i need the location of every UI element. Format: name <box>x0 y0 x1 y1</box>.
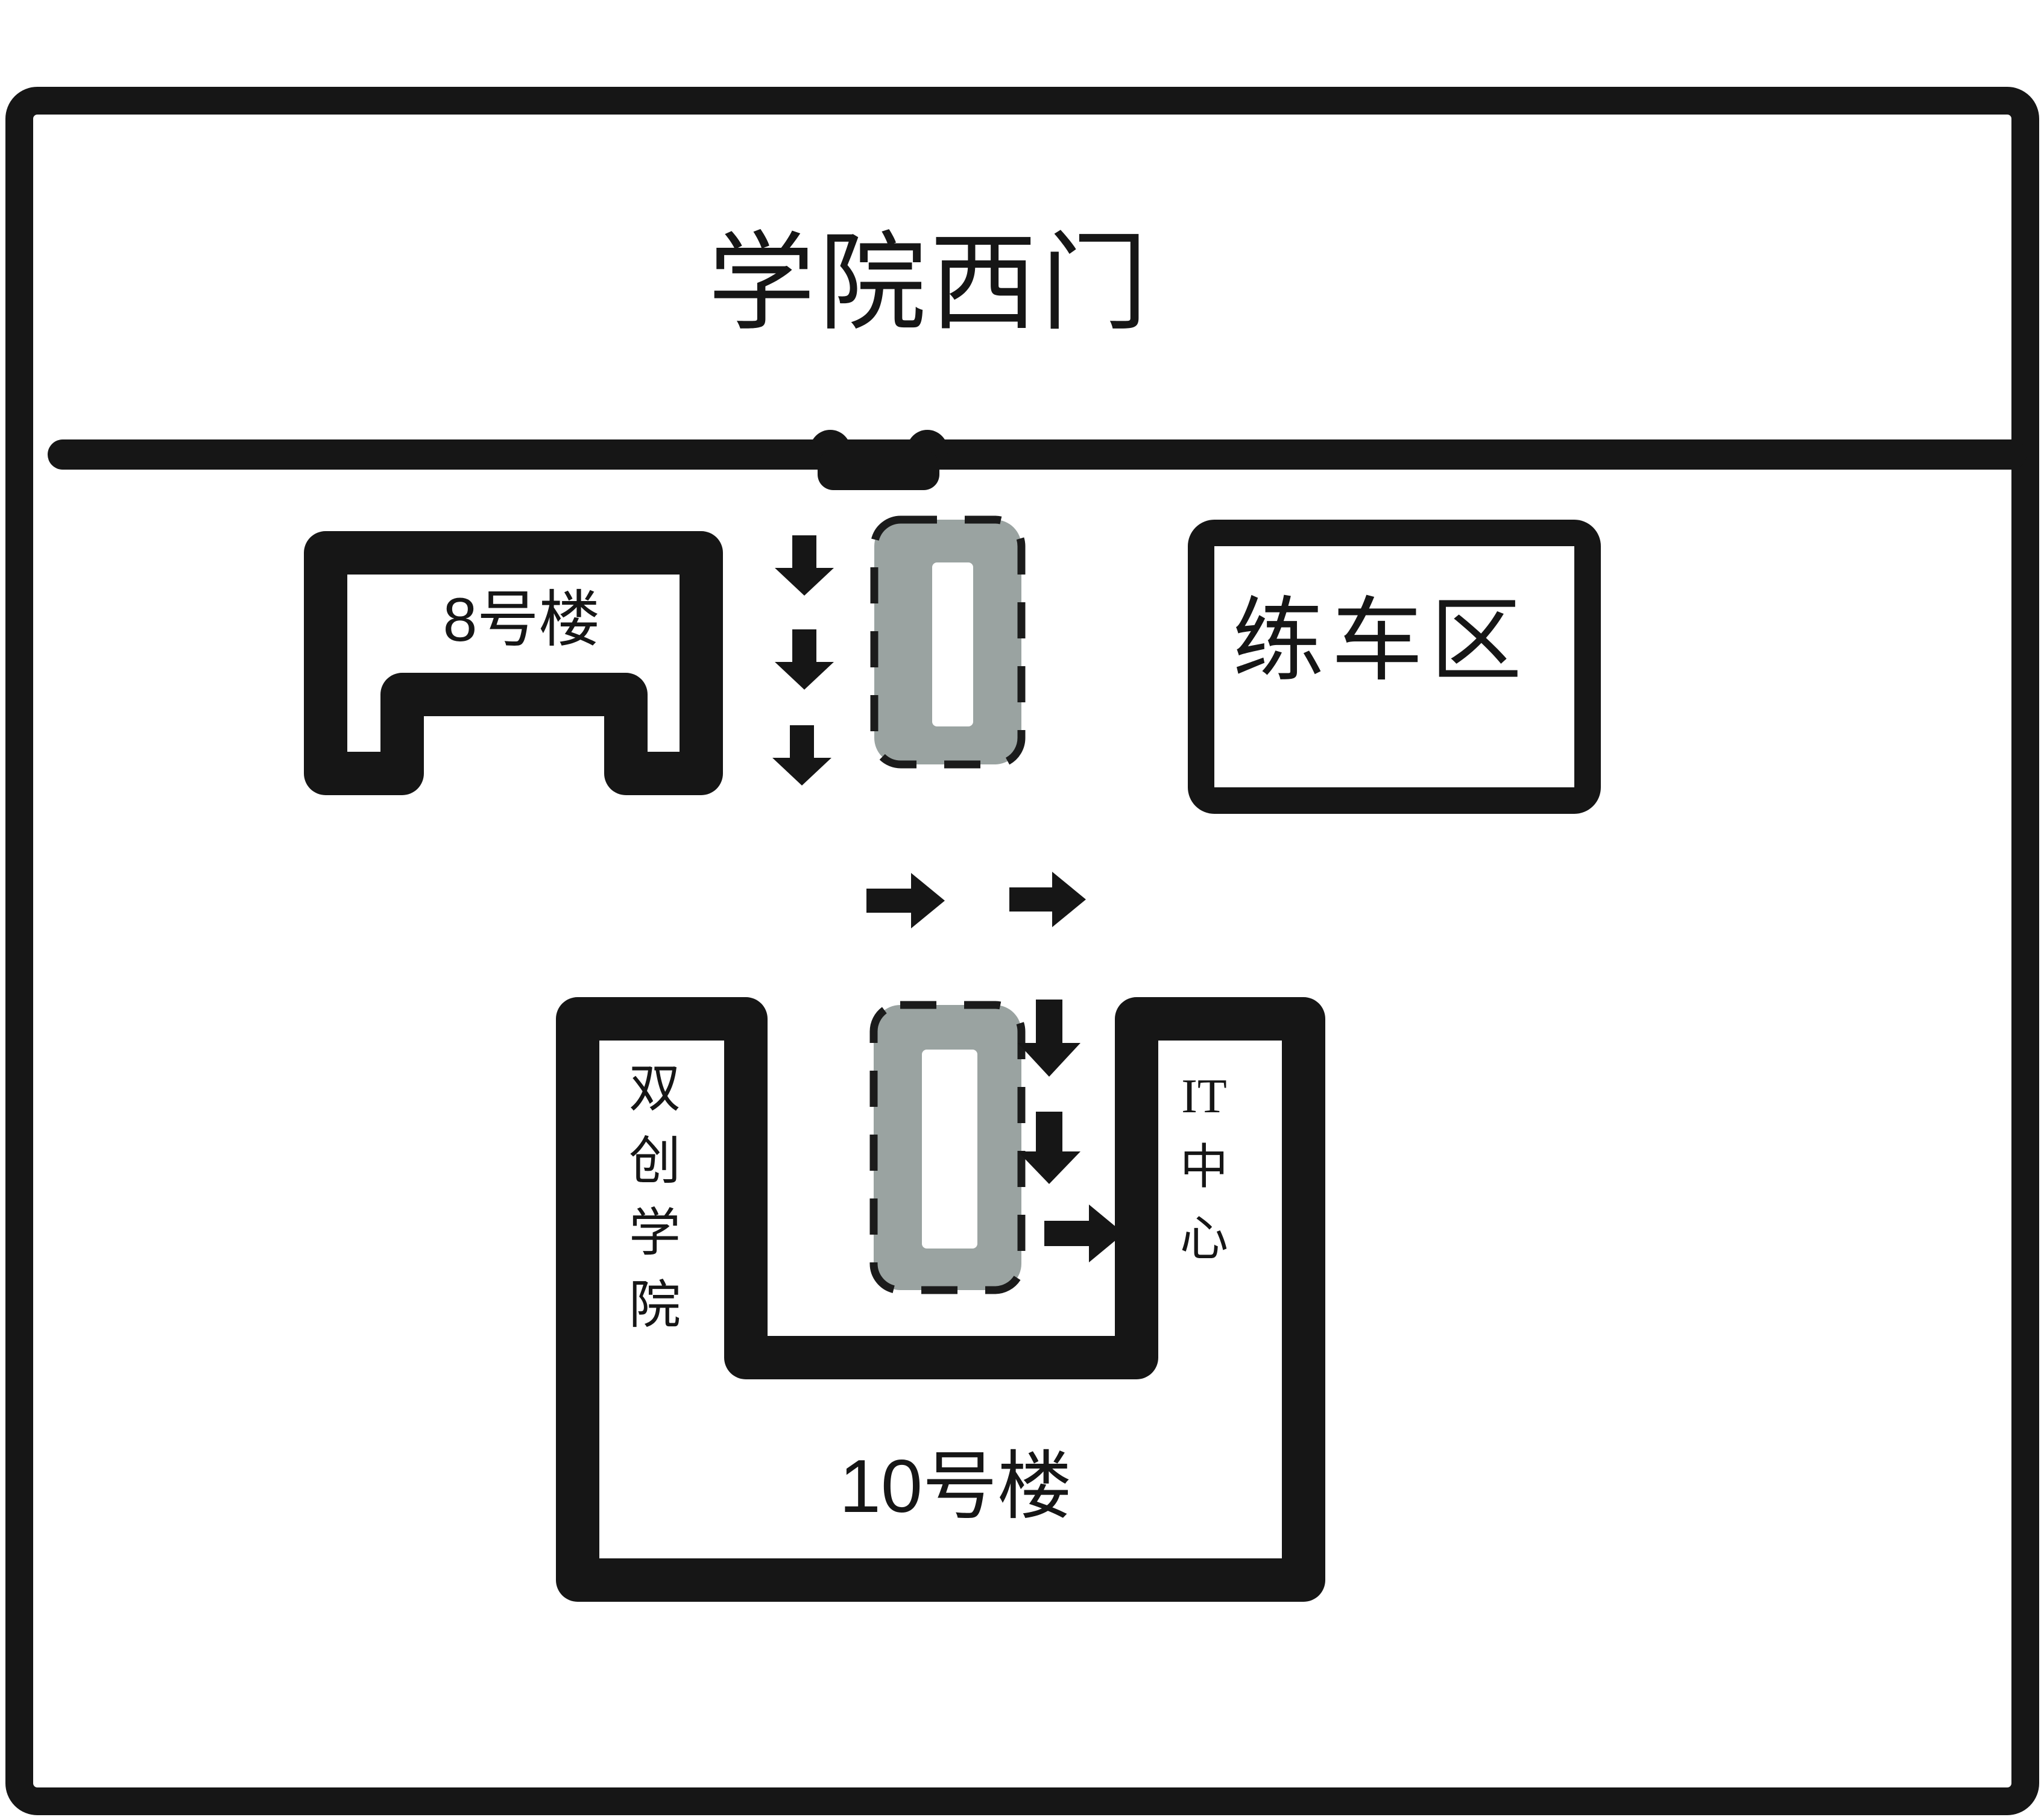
lower-gray-block-slot <box>922 1050 977 1249</box>
down-arrow-icon-5 <box>1018 1112 1080 1184</box>
practice-area-label: 练车区 <box>1232 590 1529 692</box>
gate-threshold-icon <box>818 450 939 490</box>
practice-area-outline <box>1188 520 1601 814</box>
map-border <box>5 87 2039 1815</box>
innovation-college-label: 双创学院 <box>629 1060 681 1334</box>
right-arrow-icon-2 <box>1009 872 1086 927</box>
down-arrow-icon-3 <box>772 725 831 786</box>
upper-gray-block <box>870 515 1026 769</box>
building-8-label: 8号楼 <box>443 585 601 654</box>
road-line <box>48 430 2027 490</box>
building-10-label: 10号楼 <box>839 1445 1072 1528</box>
down-arrow-icon-2 <box>775 629 834 690</box>
building-10-outline <box>556 997 1325 1602</box>
right-arrow-icon-1 <box>866 873 945 928</box>
lower-gray-block <box>869 1001 1026 1294</box>
right-arrow-icon-3 <box>1044 1205 1124 1262</box>
map-title: 学院西门 <box>708 224 1152 344</box>
building-8-outline <box>304 531 723 795</box>
down-arrow-icon-4 <box>1018 1000 1080 1077</box>
route-arrows <box>772 535 1124 1262</box>
down-arrow-icon-1 <box>775 535 834 596</box>
it-center-label: IT中心 <box>1180 1070 1228 1266</box>
upper-gray-block-slot <box>932 562 973 726</box>
